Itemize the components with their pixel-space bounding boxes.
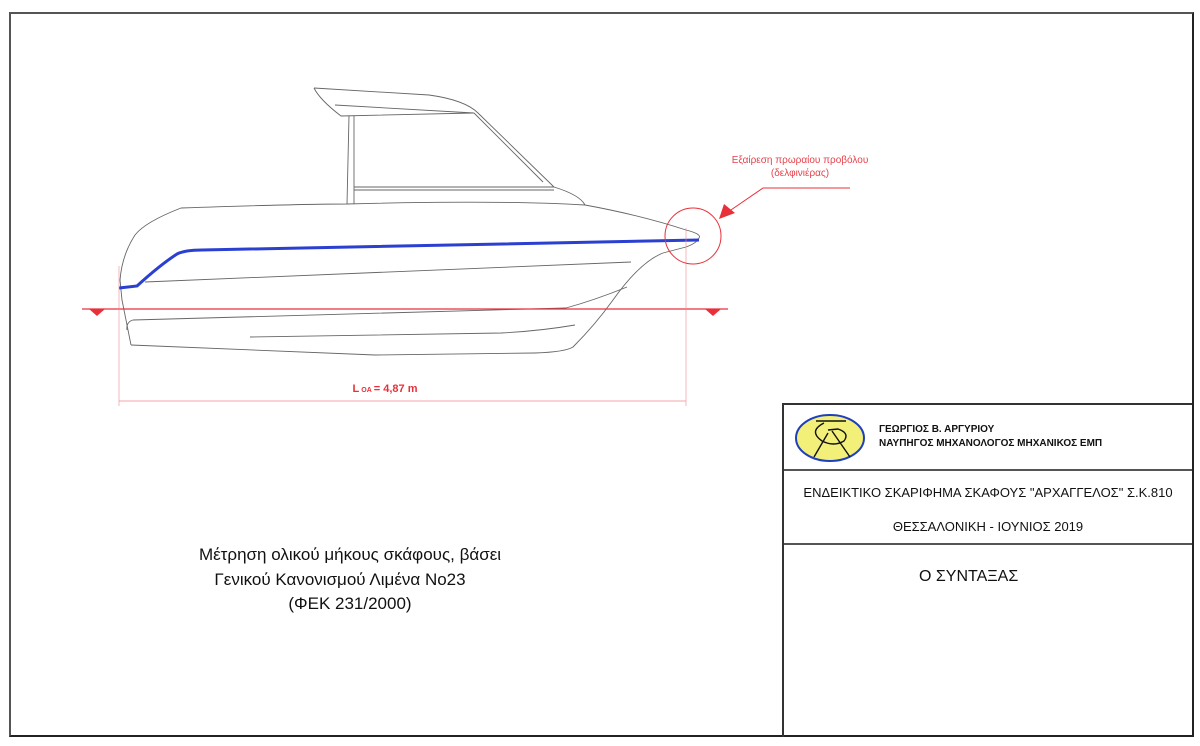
hull-bottom [130, 252, 664, 356]
company-logo [795, 414, 865, 462]
lower-strake [126, 286, 628, 331]
drawing-caption: Μέτρηση ολικού μήκους σκάφους, βάσει Γεν… [160, 543, 540, 617]
author-title: ΝΑΥΠΗΓΟΣ ΜΗΧΑΝΟΛΟΓΟΣ ΜΗΧΑΝΙΚΟΣ ΕΜΠ [879, 438, 1103, 449]
bowsprit-exclusion-note: Εξαίρεση πρωραίου προβόλου (δελφινιέρας) [720, 154, 880, 180]
caption-line-1: Μέτρηση ολικού μήκους σκάφους, βάσει [198, 545, 502, 564]
dimension-value: = 4,87 m [373, 383, 418, 395]
bottom-strake [249, 324, 576, 338]
cabin-post [346, 115, 355, 205]
window-sill [354, 186, 554, 191]
deck-sheer [180, 201, 700, 254]
note-line-1: Εξαίρεση πρωραίου προβόλου [731, 155, 869, 166]
waterline-marker-aft [89, 309, 105, 316]
title-block: ΓΕΩΡΓΙΟΣ Β. ΑΡΓΥΡΙΟΥ ΝΑΥΠΗΓΟΣ ΜΗΧΑΝΟΛΟΓΟ… [782, 403, 1192, 737]
boat-outline [119, 87, 700, 356]
drawing-title: ΕΝΔΕΙΚΤΙΚΟ ΣΚΑΡΙΦΗΜΑ ΣΚΑΦΟΥΣ "ΑΡΧΑΓΓΕΛΟΣ… [803, 485, 1173, 500]
leader-arrowhead [719, 204, 735, 219]
dimension-symbol: L [352, 383, 360, 395]
measurement-annotations [82, 187, 850, 406]
title-block-drawing-row: ΕΝΔΕΙΚΤΙΚΟ ΣΚΑΡΙΦΗΜΑ ΣΚΑΦΟΥΣ "ΑΡΧΑΓΓΕΛΟΣ… [784, 471, 1192, 545]
note-line-2: (δελφινιέρας) [770, 168, 830, 179]
waterline-marker-fwd [705, 309, 721, 316]
signature-label: Ο ΣΥΝΤΑΞΑΣ [919, 568, 1019, 585]
waterline-symbols [89, 309, 721, 316]
hardtop-roof [313, 87, 555, 188]
author-name: ΓΕΩΡΓΙΟΣ Β. ΑΡΓΥΡΙΟΥ [879, 424, 995, 435]
chine-line [144, 261, 632, 283]
excluded-bowsprit-circle [664, 207, 722, 265]
place-date: ΘΕΣΣΑΛΟΝΙΚΗ - ΙΟΥΝΙΟΣ 2019 [892, 519, 1084, 534]
windshield-inner [473, 112, 544, 183]
cabin-front [553, 186, 586, 206]
leader-line [727, 187, 850, 213]
title-block-author-row: ΓΕΩΡΓΙΟΣ Β. ΑΡΓΥΡΙΟΥ ΝΑΥΠΗΓΟΣ ΜΗΧΑΝΟΛΟΓΟ… [784, 405, 1192, 471]
stern-transom [119, 207, 182, 346]
caption-line-2: Γενικού Κανονισμού Λιμένα Νο23 [214, 569, 466, 589]
sheer-line-blue [118, 238, 700, 290]
hardtop-visor [313, 87, 475, 117]
caption-line-3: (ΦΕΚ 231/2000) [288, 594, 412, 613]
title-block-signature-row: Ο ΣΥΝΤΑΞΑΣ [784, 545, 1192, 735]
dimension-subscript: OA [361, 387, 372, 394]
sheet-border [9, 12, 1194, 737]
